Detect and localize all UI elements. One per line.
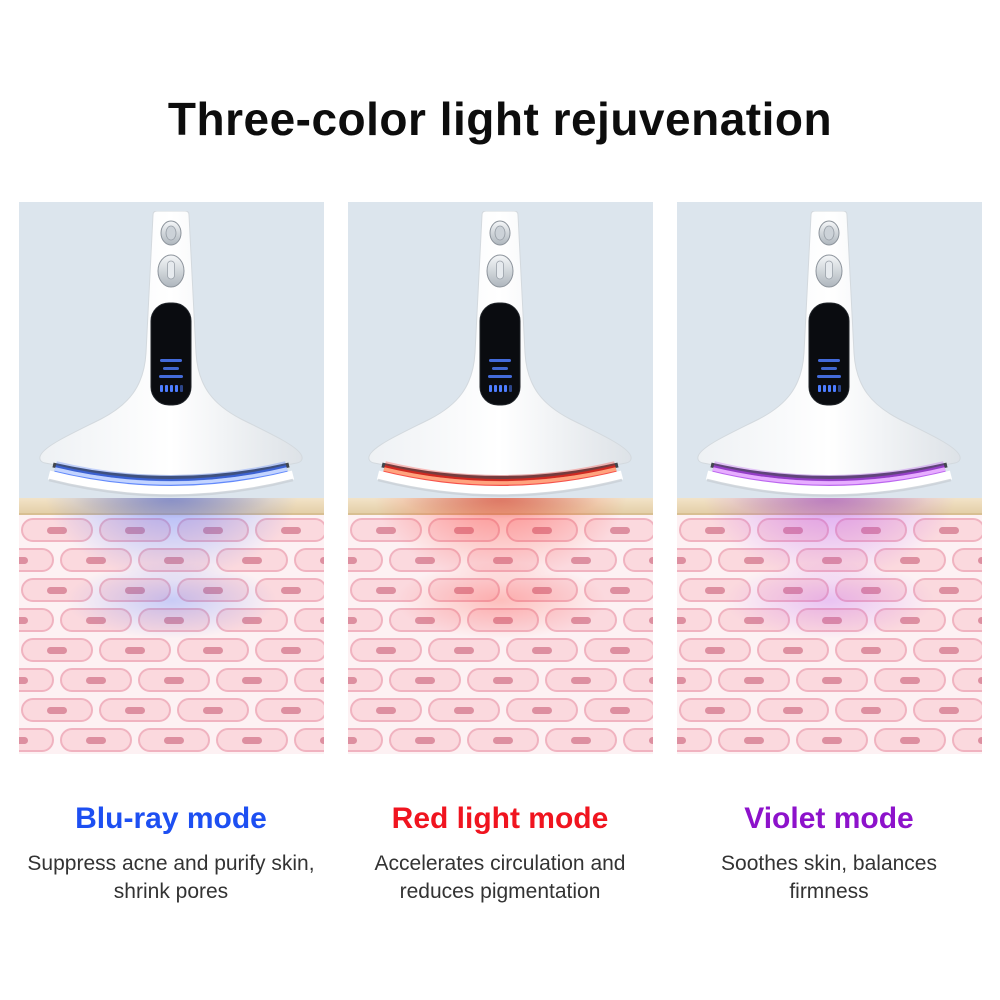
device-head-lip	[47, 470, 295, 495]
device-display-indicators	[159, 359, 183, 392]
skin-cells	[676, 515, 982, 754]
device-photo-area	[676, 202, 982, 498]
mode-panel-blue	[18, 202, 324, 754]
skin-cells	[347, 515, 653, 754]
mode-panel-violet	[676, 202, 982, 754]
skin-surface-layer	[347, 498, 653, 515]
caption-red: Red light mode Accelerates circulation a…	[348, 802, 653, 907]
device-display	[150, 302, 192, 406]
facial-device-illustration	[697, 211, 961, 497]
device-display-indicators	[488, 359, 512, 392]
device-head-lip	[376, 470, 624, 495]
mode-panels-row	[0, 202, 1000, 754]
mode-title: Red light mode	[391, 802, 609, 835]
skin-illustration	[18, 498, 324, 754]
mode-title: Violet mode	[744, 802, 914, 835]
device-display	[808, 302, 850, 406]
skin-illustration	[347, 498, 653, 754]
device-photo-area	[18, 202, 324, 498]
device-head-lip	[705, 470, 953, 495]
caption-blue: Blu-ray mode Suppress acne and purify sk…	[19, 802, 324, 907]
device-photo-area	[347, 202, 653, 498]
mode-description: Accelerates circulation and reduces pigm…	[374, 852, 626, 904]
facial-device-illustration	[368, 211, 632, 497]
skin-cells	[18, 515, 324, 754]
skin-illustration	[676, 498, 982, 754]
skin-surface-layer	[676, 498, 982, 515]
mode-description: Soothes skin, balances firmness	[721, 852, 937, 904]
mode-panel-red	[347, 202, 653, 754]
mode-title: Blu-ray mode	[75, 802, 267, 835]
page-title: Three-color light rejuvenation	[167, 93, 833, 145]
device-display	[479, 302, 521, 406]
caption-violet: Violet mode Soothes skin, balances firmn…	[677, 802, 982, 907]
mode-description: Suppress acne and purify skin, shrink po…	[27, 852, 315, 904]
device-display-indicators	[817, 359, 841, 392]
mode-captions-row: Blu-ray mode Suppress acne and purify sk…	[0, 802, 1000, 907]
facial-device-illustration	[39, 211, 303, 497]
